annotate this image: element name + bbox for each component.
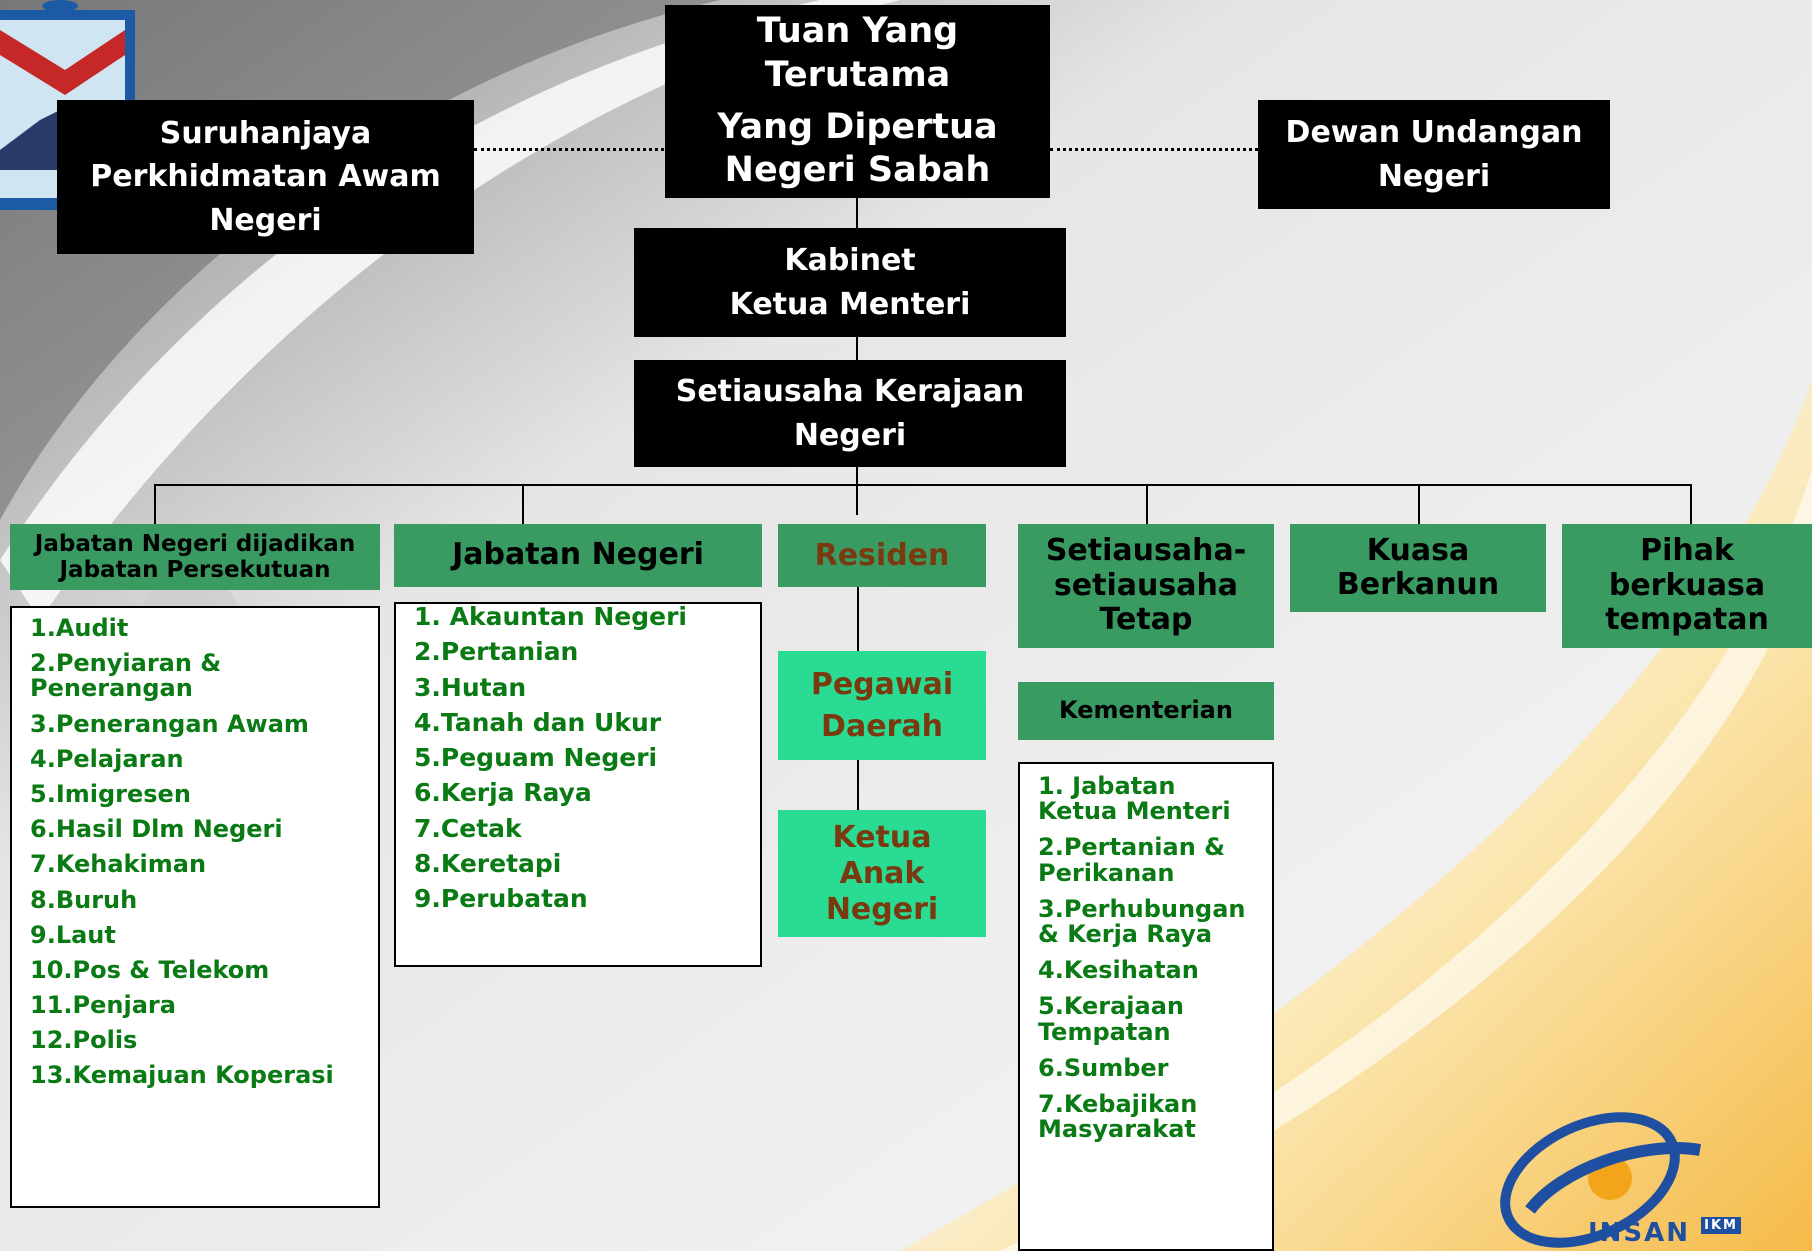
list-item-persekutuan: 1.Audit — [30, 614, 129, 642]
list-item-jabatan-negeri: 1. Akauntan Negeri — [414, 602, 687, 631]
dewan-line-2: Negeri — [1377, 158, 1491, 194]
ketua-line-2: Anak — [839, 855, 925, 891]
suruhanjaya-line-1: Suruhanjaya — [159, 115, 372, 151]
drop-c1 — [154, 484, 156, 524]
drop-c5 — [1418, 484, 1420, 524]
box-suruhanjaya: Suruhanjaya Perkhidmatan Awam Negeri — [57, 100, 474, 254]
head-line-2: Terutama — [764, 54, 951, 95]
c6-title-line-3: tempatan — [1605, 602, 1769, 638]
connector-residen-pegawai — [857, 587, 859, 651]
c4-title-line-3: Tetap — [1099, 602, 1193, 638]
connector-horizontal-bus — [154, 484, 1692, 486]
c2-title: Jabatan Negeri — [452, 537, 704, 573]
c5-title-line-1: Kuasa — [1366, 532, 1470, 568]
list-item-jabatan-negeri: 9.Perubatan — [414, 884, 588, 913]
c6-title-line-1: Pihak — [1640, 533, 1734, 569]
c6-title-line-2: berkuasa — [1608, 567, 1766, 603]
insan-logo — [1500, 1112, 1701, 1248]
list-jabatan-negeri: 1. Akauntan Negeri 2.Pertanian 3.Hutan 4.Ta… — [414, 602, 760, 913]
setiausaha-line-2: Negeri — [793, 417, 907, 453]
list-item-persekutuan: 2.Penyiaran & Penerangan — [30, 649, 222, 703]
insan-logo-text: INSAN IKM — [1588, 1217, 1741, 1248]
list-item-persekutuan: 8.Buruh — [30, 885, 138, 914]
list-item-kementerian: 6.Sumber — [1038, 1053, 1169, 1082]
list-persekutuan: 1.Audit 2.Penyiaran & Penerangan 3.Peneran… — [30, 614, 378, 1090]
box-kabinet: Kabinet Ketua Menteri — [634, 228, 1066, 337]
list-item-persekutuan: 5.Imigresen — [30, 779, 191, 808]
list-item-jabatan-negeri: 7.Cetak — [414, 813, 522, 843]
c4-title-line-1: Setiausaha- — [1045, 533, 1247, 569]
list-item-persekutuan: 12.Polis — [30, 1026, 138, 1055]
drop-c6 — [1690, 484, 1692, 524]
box-pihak-berkuasa: Pihak berkuasa tempatan — [1562, 524, 1812, 648]
box-dewan-undangan: Dewan Undangan Negeri — [1258, 100, 1610, 209]
list-box-jabatan-negeri: 1. Akauntan Negeri 2.Pertanian 3.Hutan 4.Ta… — [394, 602, 762, 967]
list-item-kementerian: 5.Kerajaan Tempatan — [1038, 992, 1185, 1046]
c4-title-line-2: setiausaha — [1053, 567, 1239, 603]
ketua-line-3: Negeri — [825, 891, 939, 927]
insan-badge: IKM — [1701, 1217, 1741, 1234]
list-box-kementerian: 1. Jabatan Ketua Menteri 2.Pertanian & Pe… — [1018, 762, 1274, 1251]
c1-title-line-1: Jabatan Negeri dijadikan — [34, 530, 356, 557]
box-jabatan-negeri: Jabatan Negeri — [394, 524, 762, 587]
connector-head-kabinet — [856, 198, 858, 228]
list-box-persekutuan: 1.Audit 2.Penyiaran & Penerangan 3.Peneran… — [10, 606, 380, 1208]
list-item-jabatan-negeri: 2.Pertanian — [414, 637, 579, 667]
c4-sub: Kementerian — [1059, 696, 1233, 725]
dewan-line-1: Dewan Undangan — [1285, 115, 1583, 150]
dotted-link-right — [1050, 148, 1258, 151]
drop-c2 — [522, 484, 524, 524]
c5-title-line-2: Berkanun — [1336, 567, 1500, 602]
pegawai-line-1: Pegawai — [810, 666, 954, 702]
connector-kabinet-setiausaha — [856, 337, 858, 360]
box-pegawai-daerah: Pegawai Daerah — [778, 651, 986, 760]
insan-text: INSAN — [1588, 1218, 1691, 1248]
list-item-jabatan-negeri: 6.Kerja Raya — [414, 778, 592, 808]
list-item-jabatan-negeri: 5.Peguam Negeri — [414, 743, 658, 772]
pegawai-line-2: Daerah — [821, 708, 943, 744]
head-line-4: Negeri Sabah — [724, 150, 991, 191]
kabinet-line-2: Ketua Menteri — [729, 286, 971, 322]
list-item-kementerian: 7.Kebajikan Masyarakat — [1038, 1089, 1198, 1144]
list-item-kementerian: 1. Jabatan Ketua Menteri — [1038, 772, 1231, 826]
c3-title: Residen — [814, 538, 950, 573]
list-item-jabatan-negeri: 4.Tanah dan Ukur — [414, 707, 662, 737]
box-kuasa-berkanun: Kuasa Berkanun — [1290, 524, 1546, 612]
head-line-1: Tuan Yang — [756, 11, 959, 51]
list-kementerian: 1. Jabatan Ketua Menteri 2.Pertanian & Pe… — [1038, 772, 1272, 1144]
list-item-kementerian: 2.Pertanian & Perikanan — [1038, 833, 1226, 887]
head-line-3: Yang Dipertua — [717, 106, 998, 147]
box-setiausaha-tetap: Setiausaha- setiausaha Tetap — [1018, 524, 1274, 648]
suruhanjaya-line-2: Perkhidmatan Awam — [90, 159, 441, 195]
setiausaha-line-1: Setiausaha Kerajaan — [675, 374, 1025, 409]
list-item-persekutuan: 6.Hasil Dlm Negeri — [30, 815, 283, 844]
dotted-link-left — [474, 148, 664, 151]
drop-c4 — [1146, 484, 1148, 524]
list-item-persekutuan: 3.Penerangan Awam — [30, 709, 309, 738]
list-item-persekutuan: 13.Kemajuan Koperasi — [30, 1061, 334, 1090]
suruhanjaya-line-3: Negeri — [209, 202, 322, 238]
kabinet-line-1: Kabinet — [784, 243, 916, 278]
list-item-kementerian: 4.Kesihatan — [1038, 956, 1199, 985]
list-item-jabatan-negeri: 3.Hutan — [414, 672, 527, 702]
box-jabatan-persekutuan: Jabatan Negeri dijadikan Jabatan Perseku… — [10, 524, 380, 590]
ketua-line-1: Ketua — [832, 819, 932, 855]
list-item-jabatan-negeri: 8.Keretapi — [414, 848, 562, 878]
list-item-persekutuan: 10.Pos & Telekom — [30, 955, 270, 984]
box-setiausaha-kerajaan: Setiausaha Kerajaan Negeri — [634, 360, 1066, 467]
box-yang-dipertua: Tuan Yang Terutama Yang Dipertua Negeri … — [665, 5, 1050, 198]
box-residen: Residen — [778, 524, 986, 587]
box-kementerian: Kementerian — [1018, 682, 1274, 740]
list-item-persekutuan: 7.Kehakiman — [30, 850, 207, 879]
connector-pegawai-ketua — [857, 760, 859, 810]
c1-title-line-2: Jabatan Persekutuan — [59, 557, 331, 583]
list-item-kementerian: 3.Perhubungan & Kerja Raya — [1038, 894, 1246, 948]
box-ketua-anak-negeri: Ketua Anak Negeri — [778, 810, 986, 937]
list-item-persekutuan: 4.Pelajaran — [30, 744, 184, 773]
list-item-persekutuan: 11.Penjara — [30, 991, 176, 1020]
connector-setiausaha-bus — [856, 467, 858, 515]
list-item-persekutuan: 9.Laut — [30, 920, 116, 949]
